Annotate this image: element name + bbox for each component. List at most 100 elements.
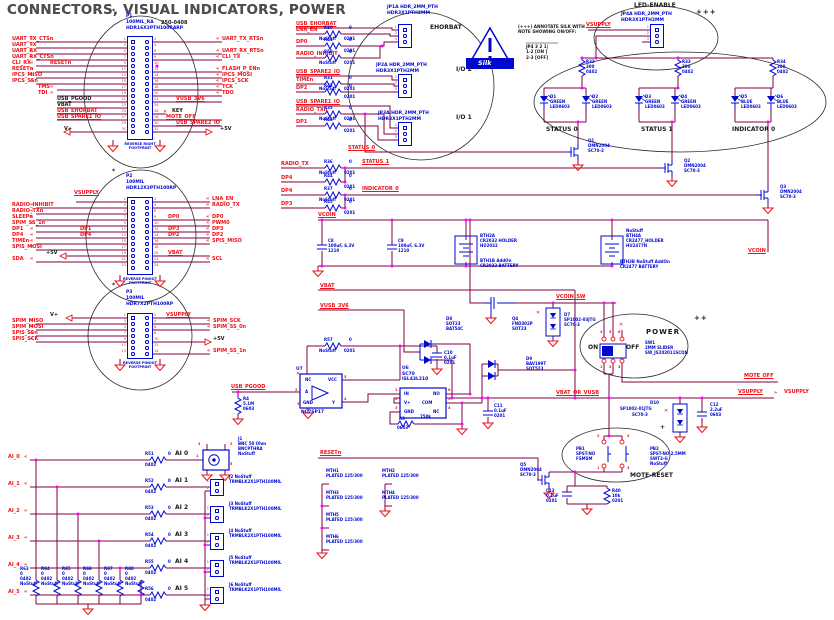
c-mark: « xyxy=(50,90,54,96)
connector-P2-pin-number: 15 xyxy=(121,239,126,243)
connector-P3-pin xyxy=(145,322,149,326)
connector-P2-pin-number: 8 xyxy=(154,215,157,219)
c-mark: « xyxy=(216,78,220,84)
c-mark: « xyxy=(30,78,34,84)
r-pb2-spst-no-2-5mm-swt3-g-nos: PB2 SPST-NO 2.5MM SWT3-G NoStuff xyxy=(650,446,686,466)
connector-P1-pin-number: 22 xyxy=(154,97,159,101)
connector-P1-pin-number: 32 xyxy=(154,127,159,131)
r-0402: 0402 xyxy=(145,570,157,575)
n-spim-mosi: SPIM_MOSI xyxy=(12,324,44,330)
p-2: 2 xyxy=(395,397,398,401)
c-mark: « xyxy=(24,508,28,514)
r-0: 0 xyxy=(168,532,171,537)
p-3: 3 xyxy=(627,466,630,470)
connector-J3-pin xyxy=(215,509,219,513)
no-jp4-3-2-1-1-2-on-2-3-off: JP4 3 2 1| 1-2 [ON ] 2-3 [OFF] xyxy=(526,44,549,60)
rc-reverse-pinout-footprint: REVERSE PINOUT FOOTPRINT xyxy=(122,361,157,370)
r-pb1-spst-no-fsmsm: PB1 SPST-NO FSMSM xyxy=(576,446,596,461)
p-3: 3 xyxy=(618,365,621,369)
r-0: 0 xyxy=(168,559,171,564)
no-+++-annotate-silk-with-note-: (+++) ANNOTATE SILK WITH NOTE SHOWING ON… xyxy=(518,24,585,35)
r-gnd: GND xyxy=(404,409,414,414)
connector-P3-pin xyxy=(145,334,149,338)
connector-P1-pin xyxy=(131,82,135,86)
x-mark: ✕ xyxy=(619,322,624,328)
n-spis-sck: SPIS_SCK xyxy=(12,336,39,342)
transistor-symbols xyxy=(484,143,769,489)
c-mark: « xyxy=(30,42,34,48)
r-r51: R51 xyxy=(145,451,154,456)
connector-P2-pin xyxy=(131,206,135,210)
r-r53: R53 xyxy=(145,505,154,510)
connector-P2-pin xyxy=(131,224,135,228)
connector-JP1A xyxy=(398,24,412,48)
r-0: 0 xyxy=(349,75,352,80)
r-0201: 0201 xyxy=(344,94,356,99)
nu-usb-spare1-io: USB_SPARE1_IO xyxy=(57,114,102,120)
nu-vusb-3v6: VUSB_3V6 xyxy=(176,96,205,102)
bb-ehorbat: EHORBAT xyxy=(430,24,462,31)
c-mark: « xyxy=(216,48,220,54)
r-q2-dmn2004-sc70-3: Q2 DMN2004 SC70-3 xyxy=(684,158,706,173)
r-sw1-2mm-slider-sw-js202011sc: SW1 2MM SLIDER SW_JS202011SCQN xyxy=(645,340,688,355)
n-cli-rx: CLI_RX xyxy=(12,60,31,66)
connector-P2-pin-number: 10 xyxy=(154,221,159,225)
r-r66-0-0402-nostuff: R66 0 0402 NoStuff xyxy=(83,566,100,586)
connector-J3-pin xyxy=(215,516,219,520)
connector-JP1A-pin-number: 1 xyxy=(394,25,397,29)
nu-vcoin: VCOIN xyxy=(318,212,336,218)
n-uart-tx-rtsn: UART_TX_RTSn xyxy=(222,36,264,42)
connector-JP3A-pin-number: 1 xyxy=(394,123,397,127)
r-0603: 0603 xyxy=(397,425,409,430)
rb-p1: P1 xyxy=(126,14,133,19)
r-r56: R56 xyxy=(145,586,154,591)
n-ipcs-ssn: IPCS_SSn xyxy=(12,78,38,84)
connector-P1-pin xyxy=(145,52,149,56)
r-j1-bnc-50-ohm-bncpthra-nostu: J1 BNC 50 Ohm BNCPTHRA NoStuff xyxy=(238,436,267,456)
connector-P1-pin-number: 17 xyxy=(121,85,126,89)
c-mark: « xyxy=(206,232,210,238)
p-1: 1 xyxy=(600,365,603,369)
nu-vbat: VBAT xyxy=(320,283,335,289)
n-radio-inhibit: RADIO_INHIBIT xyxy=(12,202,54,208)
ic-symbols xyxy=(299,373,447,419)
connector-J6-pin xyxy=(215,597,219,601)
nu-vbat: VBAT xyxy=(168,250,183,256)
p-5: 5 xyxy=(344,375,347,379)
r-bth2a-cr2032-holder-hu2032: BTH2A CR2032 HOLDER HU2032 xyxy=(480,233,517,248)
r-750k: 750k xyxy=(420,414,432,419)
n-ai-1: AI_1 xyxy=(8,481,20,487)
c-mark: « xyxy=(30,256,34,262)
r-r44: R44 xyxy=(324,173,333,178)
n-ipcs-mosi: IPCS_MOSI xyxy=(222,72,253,78)
nu-usb-ehorbat: USB_EHORBAT xyxy=(57,108,98,114)
x-mark: ✕ xyxy=(296,371,301,377)
r-r50: R50 xyxy=(324,49,333,54)
c-mark: « xyxy=(216,72,220,78)
c-mark: « xyxy=(206,202,210,208)
n-ai-3: AI_3 xyxy=(8,535,20,541)
r-mth3-plated-125-300: MTH3 PLATED 125/300 xyxy=(326,490,363,500)
connector-J2-pin xyxy=(215,489,219,493)
connector-P1-pin-number: 9 xyxy=(123,61,126,65)
connector-P2-pin-number: 9 xyxy=(123,221,126,225)
n-dp2: DP2 xyxy=(212,232,224,238)
connector-P1-pin-number: 29 xyxy=(121,121,126,125)
connector-P2-pin-number: 22 xyxy=(154,257,159,261)
connector-P1-pin xyxy=(131,130,135,134)
c-mark: « xyxy=(216,66,220,72)
c-mark: « xyxy=(30,202,34,208)
power-arrows xyxy=(58,128,214,346)
r-0402: 0402 xyxy=(145,543,157,548)
n-ipcs-miso: IPCS_MISO xyxy=(12,72,43,78)
connector-J3-pin-number: 1 xyxy=(206,506,209,510)
connector-P3-pin-number: 6 xyxy=(154,325,157,329)
nu-vsupply: VSUPPLY xyxy=(74,190,99,196)
connector-P2-pin xyxy=(145,236,149,240)
r-c12-2-2uf-0603: C12 2.2uF 0603 xyxy=(710,402,723,417)
n-dp0: DP0 xyxy=(212,214,224,220)
r-0201: 0201 xyxy=(344,36,356,41)
connector-P2-pin xyxy=(145,230,149,234)
r-nostuff: NoStuff xyxy=(319,60,336,65)
t-connectors-visual-indicators: CONNECTORS, VISUAL INDICATORS, POWER xyxy=(7,2,346,18)
